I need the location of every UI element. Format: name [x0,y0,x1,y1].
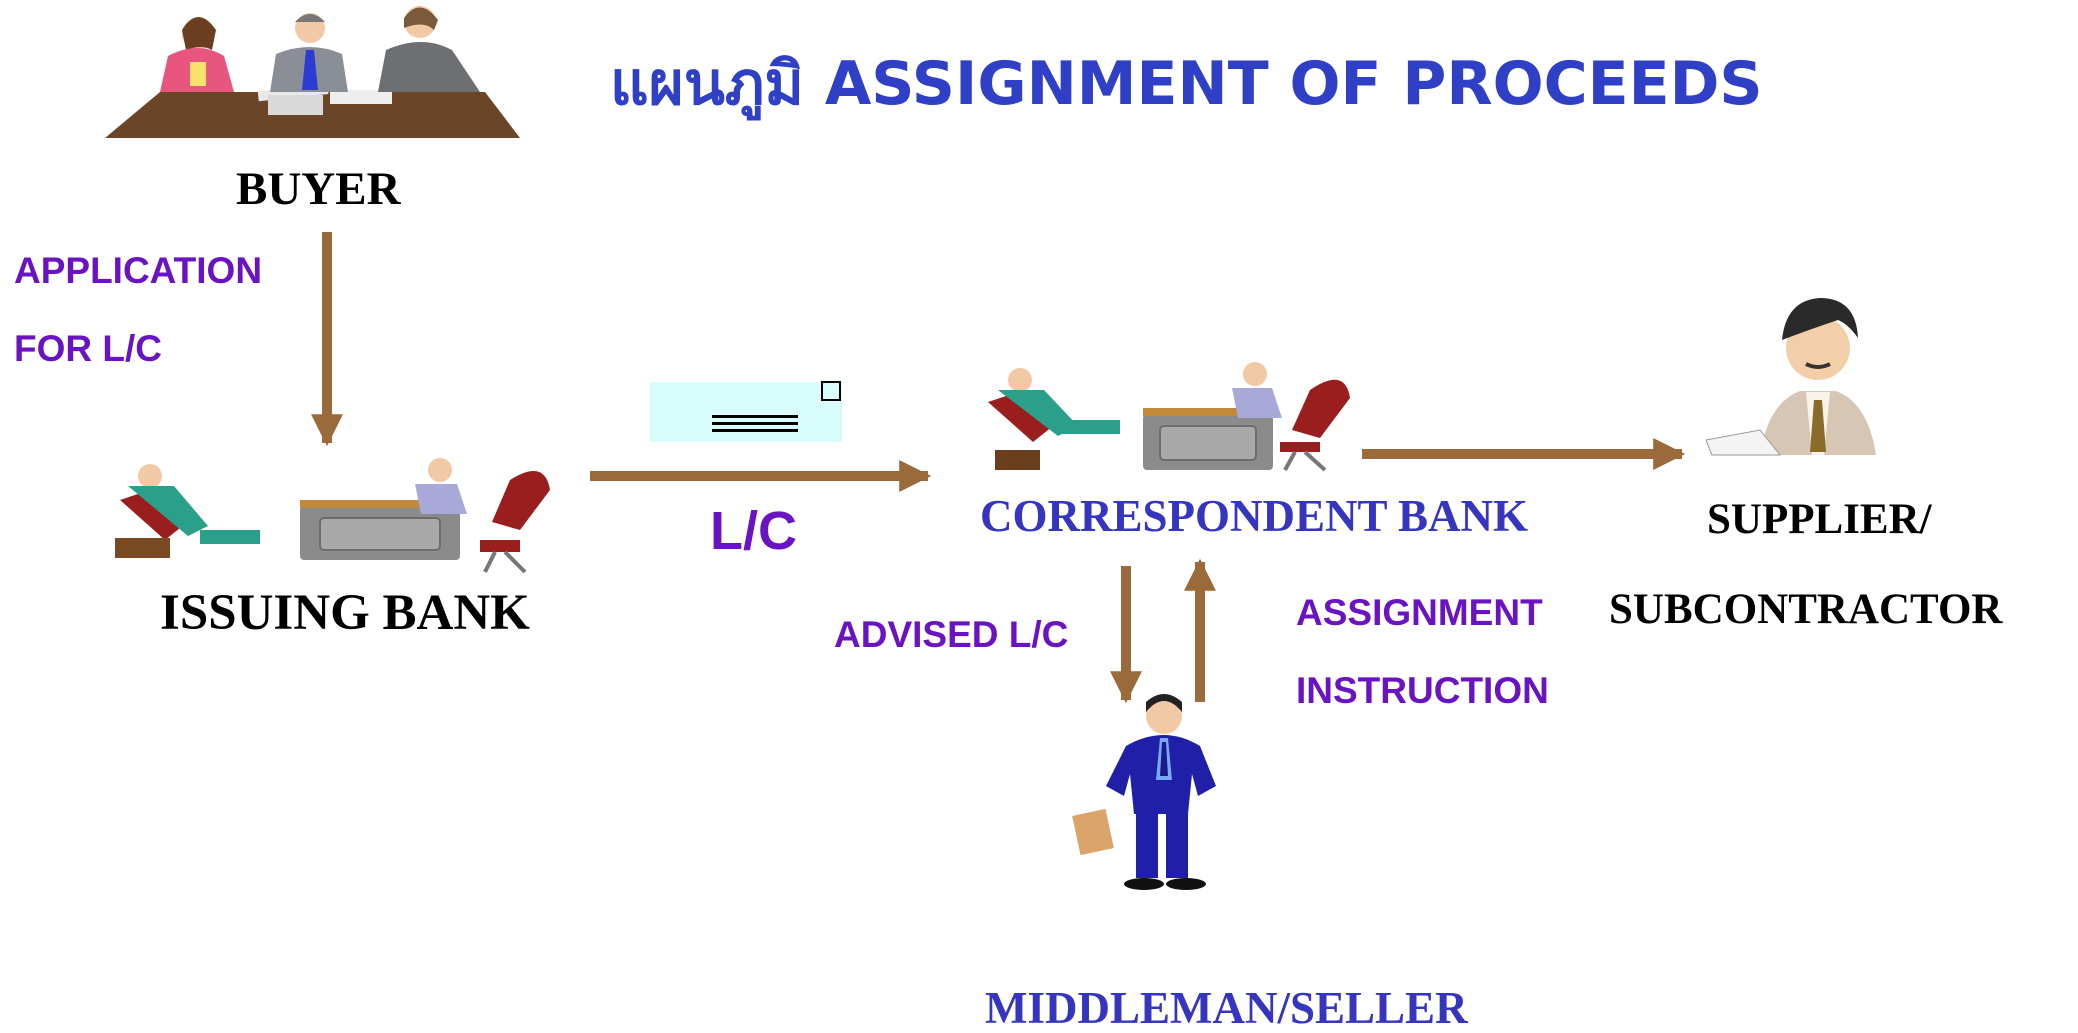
buyer-meeting-illustration [105,6,520,138]
node-issuing-bank: ISSUING BANK [160,585,530,641]
node-middleman: MIDDLEMAN/SELLER [985,983,1468,1033]
supplier-illustration [1705,298,1876,456]
edge-label-lc: L/C [710,501,797,561]
arrows [310,232,1686,704]
edge-label-application-line1: APPLICATION [14,250,263,291]
edge-label-assignment-line2: INSTRUCTION [1296,670,1549,711]
issuing-bank-illustration [115,458,550,574]
diagram-title: แผนภูมิ ASSIGNMENT OF PROCEEDS [610,49,1763,119]
edge-label-application-line2: FOR L/C [14,328,162,369]
middleman-illustration [1072,694,1216,890]
node-buyer: BUYER [236,163,401,215]
node-supplier-line1: SUPPLIER/ [1707,496,1932,543]
lc-document-icon [650,381,842,442]
node-correspondent-bank: CORRESPONDENT BANK [980,491,1528,541]
correspondent-bank-illustration [988,362,1350,472]
edge-label-advised-lc: ADVISED L/C [834,614,1069,655]
node-supplier-line2: SUBCONTRACTOR [1609,586,2003,633]
edge-label-assignment-line1: ASSIGNMENT [1296,592,1543,633]
